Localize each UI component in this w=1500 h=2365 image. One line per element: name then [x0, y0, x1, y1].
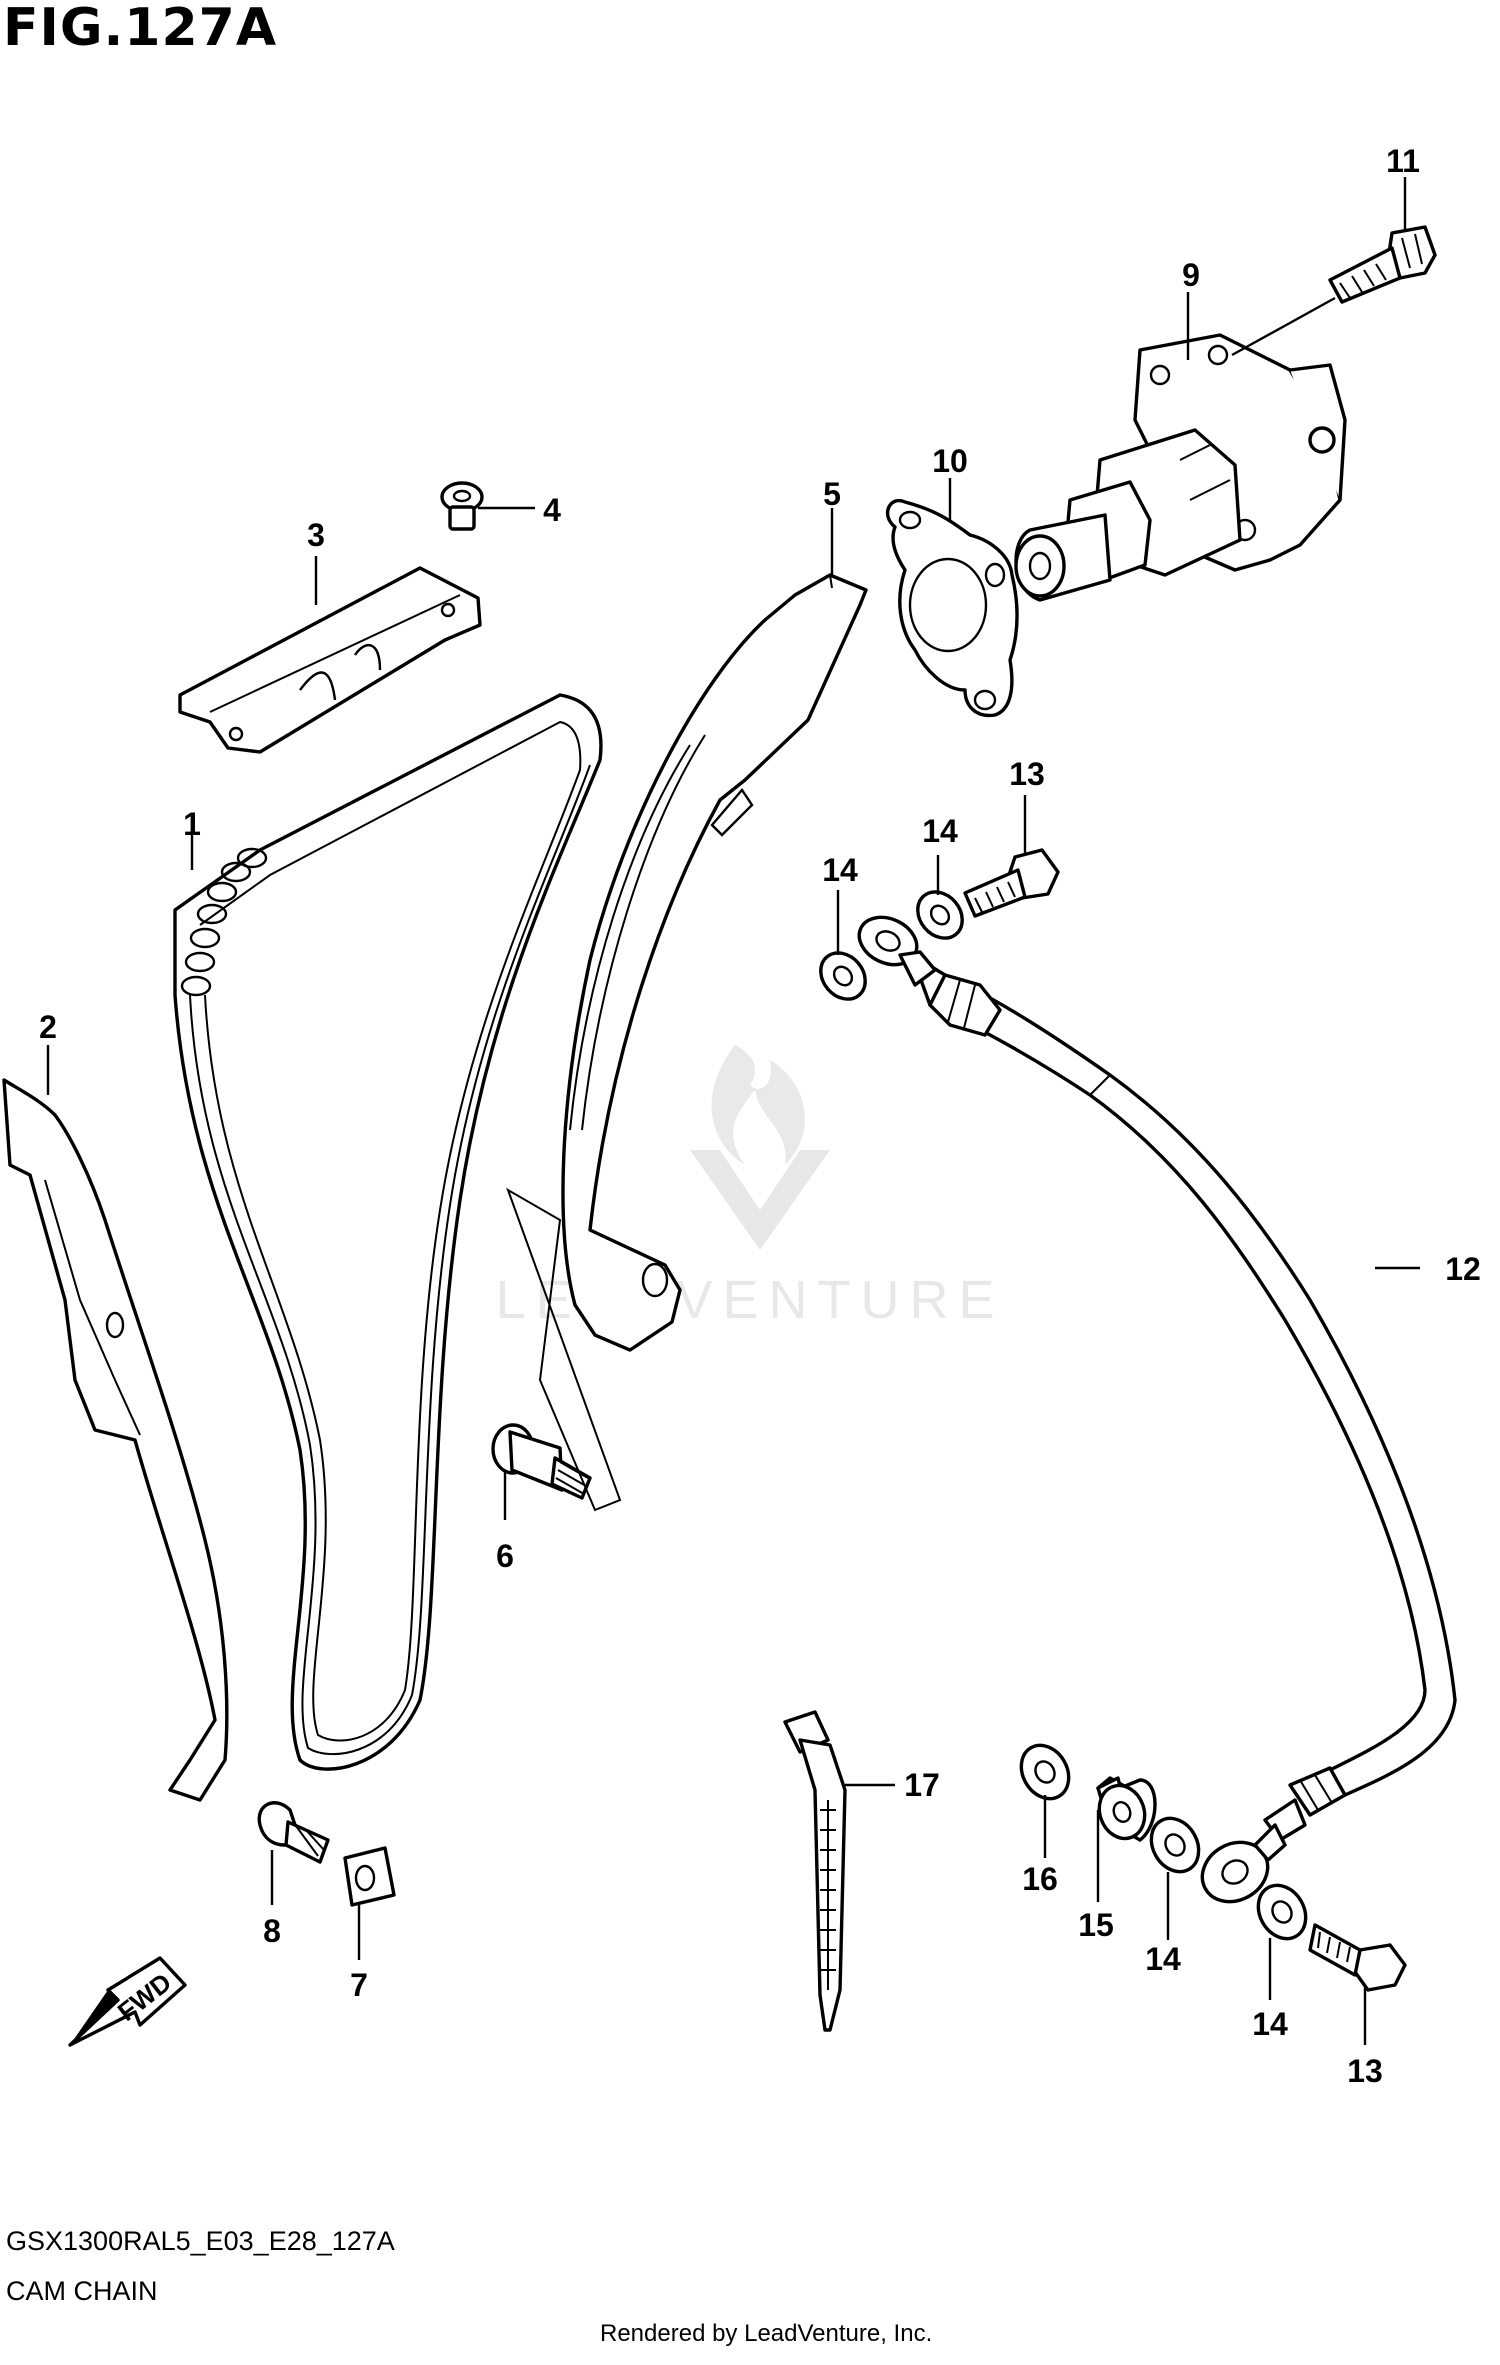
callout-3: 3 [307, 517, 325, 553]
washer-14-d[interactable] [1249, 1877, 1315, 1947]
callout-2: 2 [39, 1009, 57, 1045]
callout-14-a: 14 [822, 852, 858, 888]
cam-chain-guide-top[interactable] [178, 566, 482, 754]
plug-bolt-15[interactable] [1092, 1776, 1157, 1845]
callout-5: 5 [823, 476, 841, 512]
callout-15: 15 [1078, 1907, 1114, 1943]
cam-chain-tensioner-adjuster[interactable] [1014, 333, 1347, 602]
washer-14-c[interactable] [1142, 1810, 1208, 1880]
callout-11: 11 [1386, 143, 1420, 179]
callout-9: 9 [1182, 257, 1200, 293]
figure-title: FIG.127A [3, 0, 278, 58]
callout-14-c: 14 [1145, 1941, 1181, 1977]
callout-16: 16 [1022, 1861, 1058, 1897]
bolt-4[interactable] [440, 481, 484, 531]
forward-direction-arrow: FWD [68, 1956, 187, 2047]
union-bolt-13-lower[interactable] [1308, 1923, 1407, 1992]
callout-1: 1 [183, 806, 201, 842]
diagram-code: GSX1300RAL5_E03_E28_127A [6, 2226, 395, 2256]
tensioner-gasket[interactable] [885, 498, 1019, 718]
callout-13-upper: 13 [1009, 756, 1045, 792]
alignment-arrow [506, 1187, 622, 1512]
pivot-bolt-6[interactable] [491, 1423, 592, 1500]
callout-17: 17 [904, 1767, 940, 1803]
callout-8: 8 [263, 1913, 281, 1949]
callout-4: 4 [543, 492, 561, 528]
tensioner-bolt-11[interactable] [1328, 225, 1437, 304]
oil-hose-12[interactable] [910, 953, 1457, 1842]
union-bolt-13-upper[interactable] [963, 848, 1060, 918]
callout-14-b: 14 [922, 813, 958, 849]
callout-6: 6 [496, 1538, 514, 1574]
callout-13-lower: 13 [1347, 2053, 1383, 2089]
callout-12: 12 [1445, 1251, 1481, 1287]
callout-14-d: 14 [1252, 2006, 1288, 2042]
cam-chain-guide-rear[interactable] [2, 1078, 229, 1802]
render-credit: Rendered by LeadVenture, Inc. [600, 2320, 933, 2347]
leader-lines [46, 177, 1420, 2045]
cam-chain-tensioner-guide[interactable] [561, 573, 868, 1352]
washer-14-b[interactable] [909, 883, 972, 947]
diagram-name: CAM CHAIN [6, 2276, 158, 2306]
callout-10: 10 [932, 443, 968, 479]
banjo-fitting-upper[interactable] [852, 908, 937, 987]
washer-14-a[interactable] [812, 944, 875, 1008]
cable-tie-17[interactable] [783, 1710, 847, 2032]
cam-chain[interactable] [173, 693, 603, 1771]
callout-7: 7 [350, 1967, 368, 2003]
washer-16[interactable] [1012, 1737, 1078, 1807]
banjo-fitting-lower[interactable] [1192, 1823, 1287, 1913]
bolt-8[interactable] [257, 1801, 330, 1864]
washer-plate-7[interactable] [343, 1846, 396, 1907]
callout-numbers: 1 2 3 4 5 6 7 8 9 10 11 12 13 13 14 14 1… [39, 143, 1481, 2089]
